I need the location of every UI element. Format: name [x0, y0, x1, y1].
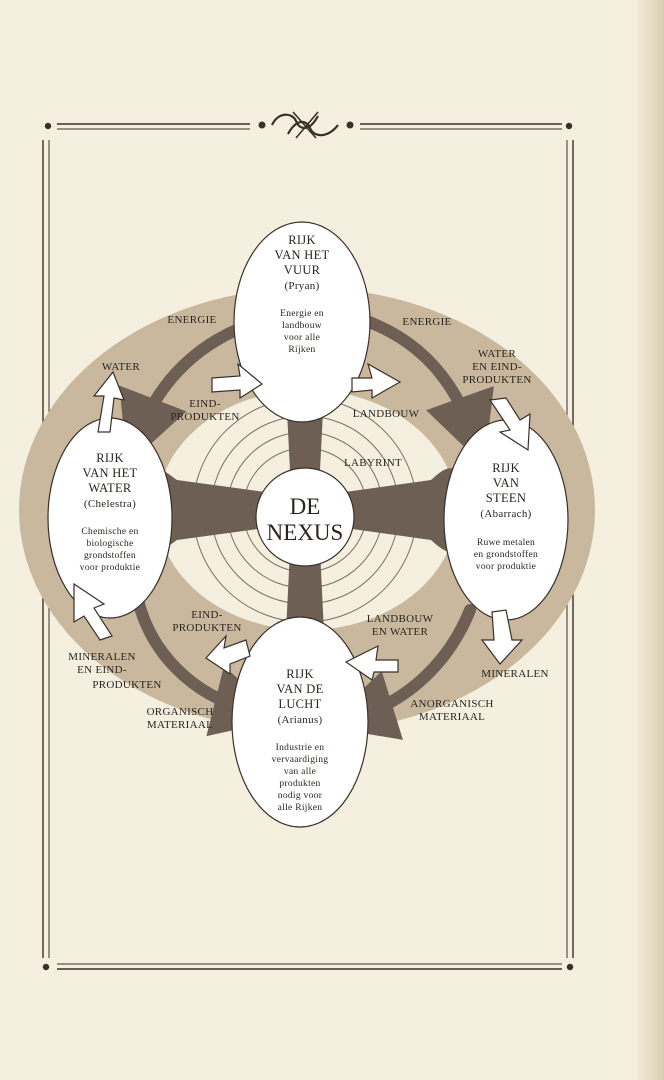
air-title-2: VAN DE [276, 682, 323, 696]
water-title-1: RIJK [96, 451, 124, 465]
mineralen-arrow [480, 609, 524, 665]
water-desc-2: biologische [86, 539, 133, 549]
energie-arrow-right [352, 312, 494, 466]
ornament-icon [258, 111, 354, 139]
stone-title-3: STEEN [486, 491, 526, 505]
label-anorganisch-2: MATERIAAL [419, 711, 485, 723]
label-mineralen-eind-1: MINERALEN [68, 651, 135, 663]
fire-title-4: (Pryan) [284, 280, 319, 292]
label-mineralen: MINERALEN [481, 668, 548, 680]
label-eind-bottom-2: PRODUKTEN [172, 622, 241, 634]
air-desc-2: vervaardiging [272, 755, 329, 765]
fire-title-3: VUUR [284, 263, 321, 277]
realm-water-text: RIJK VAN HET WATER (Chelestra) Chemische… [80, 451, 140, 573]
landbouw-arrow [351, 362, 402, 400]
stone-title-2: VAN [493, 476, 519, 490]
stone-title-1: RIJK [492, 461, 520, 475]
air-title-4: (Arianus) [278, 714, 323, 726]
water-title-3: WATER [88, 481, 132, 495]
label-energie-right: ENERGIE [402, 316, 451, 328]
eind-top-arrow [211, 362, 264, 400]
fire-title-2: VAN HET [275, 248, 330, 262]
fire-title-1: RIJK [288, 233, 316, 247]
air-title-3: LUCHT [278, 697, 321, 711]
water-title-4: (Chelestra) [84, 498, 136, 510]
air-desc-1: Industrie en [276, 743, 325, 753]
water-eind-arrow [488, 397, 531, 452]
fire-desc-4: Rijken [288, 345, 315, 355]
anorganisch-arrow [323, 604, 476, 740]
label-energie-left: ENERGIE [167, 314, 216, 326]
nexus-center [255, 467, 355, 567]
stone-title-4: (Abarrach) [480, 508, 531, 520]
landbouw-water-arrow [344, 644, 399, 681]
water-title-2: VAN HET [83, 466, 138, 480]
nexus-line-2: NEXUS [267, 520, 344, 545]
label-water: WATER [102, 361, 141, 373]
stone-desc-3: voor produktie [476, 562, 536, 572]
stone-desc-2: en grondstoffen [474, 549, 538, 560]
realm-stone-text: RIJK VAN STEEN (Abarrach) Ruwe metalen e… [474, 461, 538, 572]
air-desc-4: produkten [279, 779, 320, 789]
air-desc-5: nodig voor [278, 791, 323, 801]
eind-bottom-arrow [205, 634, 251, 676]
organisch-arrow [132, 594, 285, 737]
realm-water [47, 417, 173, 619]
label-anorganisch-1: ANORGANISCH [410, 698, 493, 710]
realm-stone [443, 419, 569, 621]
fire-desc-1: Energie en [280, 309, 324, 319]
label-organisch-1: ORGANISCH [147, 706, 214, 718]
air-desc-6: alle Rijken [278, 803, 323, 813]
nexus-line-1: DE [290, 494, 321, 519]
label-eind-bottom-1: EIND- [191, 609, 222, 621]
mineralen-eind-arrow [73, 582, 113, 641]
stone-desc-1: Ruwe metalen [477, 538, 535, 548]
label-water-eind-3: PRODUKTEN [462, 374, 531, 386]
realm-fire-text: RIJK VAN HET VUUR (Pryan) Energie en lan… [275, 233, 330, 355]
water-desc-3: grondstoffen [84, 550, 136, 561]
air-desc-3: van alle [284, 767, 316, 777]
label-labyrint: LABYRINT [344, 457, 402, 469]
realm-fire [233, 221, 371, 423]
label-water-eind-2: EN EIND- [472, 361, 522, 373]
label-eind-top-1: EIND- [189, 398, 220, 410]
fire-desc-2: landbouw [282, 321, 322, 331]
white-flow-arrows [73, 362, 531, 681]
label-landbouw-water-1: LANDBOUW [367, 613, 434, 625]
page-edge [638, 0, 664, 1080]
realm-air-text: RIJK VAN DE LUCHT (Arianus) Industrie en… [272, 667, 329, 813]
water-desc-1: Chemische en [81, 527, 138, 537]
label-mineralen-eind-2: EN EIND- [77, 664, 127, 676]
label-landbouw-water-2: EN WATER [372, 626, 429, 638]
label-landbouw: LANDBOUW [353, 408, 420, 420]
dark-flow-arrows [119, 312, 494, 740]
fire-desc-3: voor alle [284, 333, 320, 343]
label-water-eind-1: WATER [478, 348, 517, 360]
label-eind-top-2: PRODUKTEN [170, 411, 239, 423]
label-mineralen-eind-3: PRODUKTEN [92, 679, 161, 691]
air-title-1: RIJK [286, 667, 314, 681]
water-desc-4: voor produktie [80, 563, 140, 573]
realm-air [231, 616, 369, 828]
water-arrow [92, 370, 125, 433]
label-organisch-2: MATERIAAL [147, 719, 213, 731]
flow-labels: ENERGIE ENERGIE WATER WATER EN EIND- PRO… [68, 314, 548, 731]
